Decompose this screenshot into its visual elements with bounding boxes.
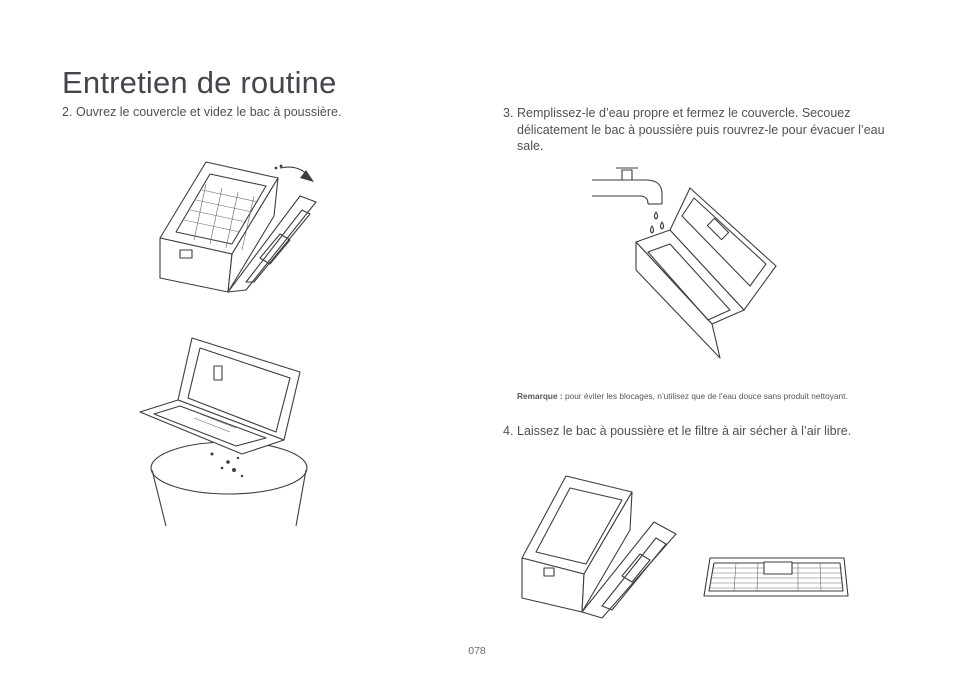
note: Remarque : pour éviter les blocages, n’u… xyxy=(517,391,917,401)
note-label: Remarque : xyxy=(517,391,563,401)
step-number: 4. xyxy=(503,424,514,438)
step-text: Remplissez-le d’eau propre et fermez le … xyxy=(517,106,885,153)
step-text: Laissez le bac à poussière et le filtre … xyxy=(517,424,852,438)
illustration-open-dustbin xyxy=(150,150,330,300)
page-number: 078 xyxy=(468,645,486,657)
page-title: Entretien de routine xyxy=(62,64,337,100)
step-text: Ouvrez le couvercle et videz le bac à po… xyxy=(76,105,342,119)
illustration-empty-into-bin xyxy=(134,336,324,531)
note-text: pour éviter les blocages, n’utilisez que… xyxy=(562,391,848,401)
step-2: 2. Ouvrez le couvercle et videz le bac à… xyxy=(62,104,422,121)
step-number: 2. xyxy=(62,105,73,119)
step-3: 3. Remplissez-le d’eau propre et fermez … xyxy=(503,105,893,155)
step-number: 3. xyxy=(503,106,514,120)
illustration-dry-bin xyxy=(518,472,683,622)
step-4: 4. Laissez le bac à poussière et le filt… xyxy=(503,423,903,440)
illustration-air-filter xyxy=(700,554,855,602)
illustration-fill-water xyxy=(590,160,790,370)
